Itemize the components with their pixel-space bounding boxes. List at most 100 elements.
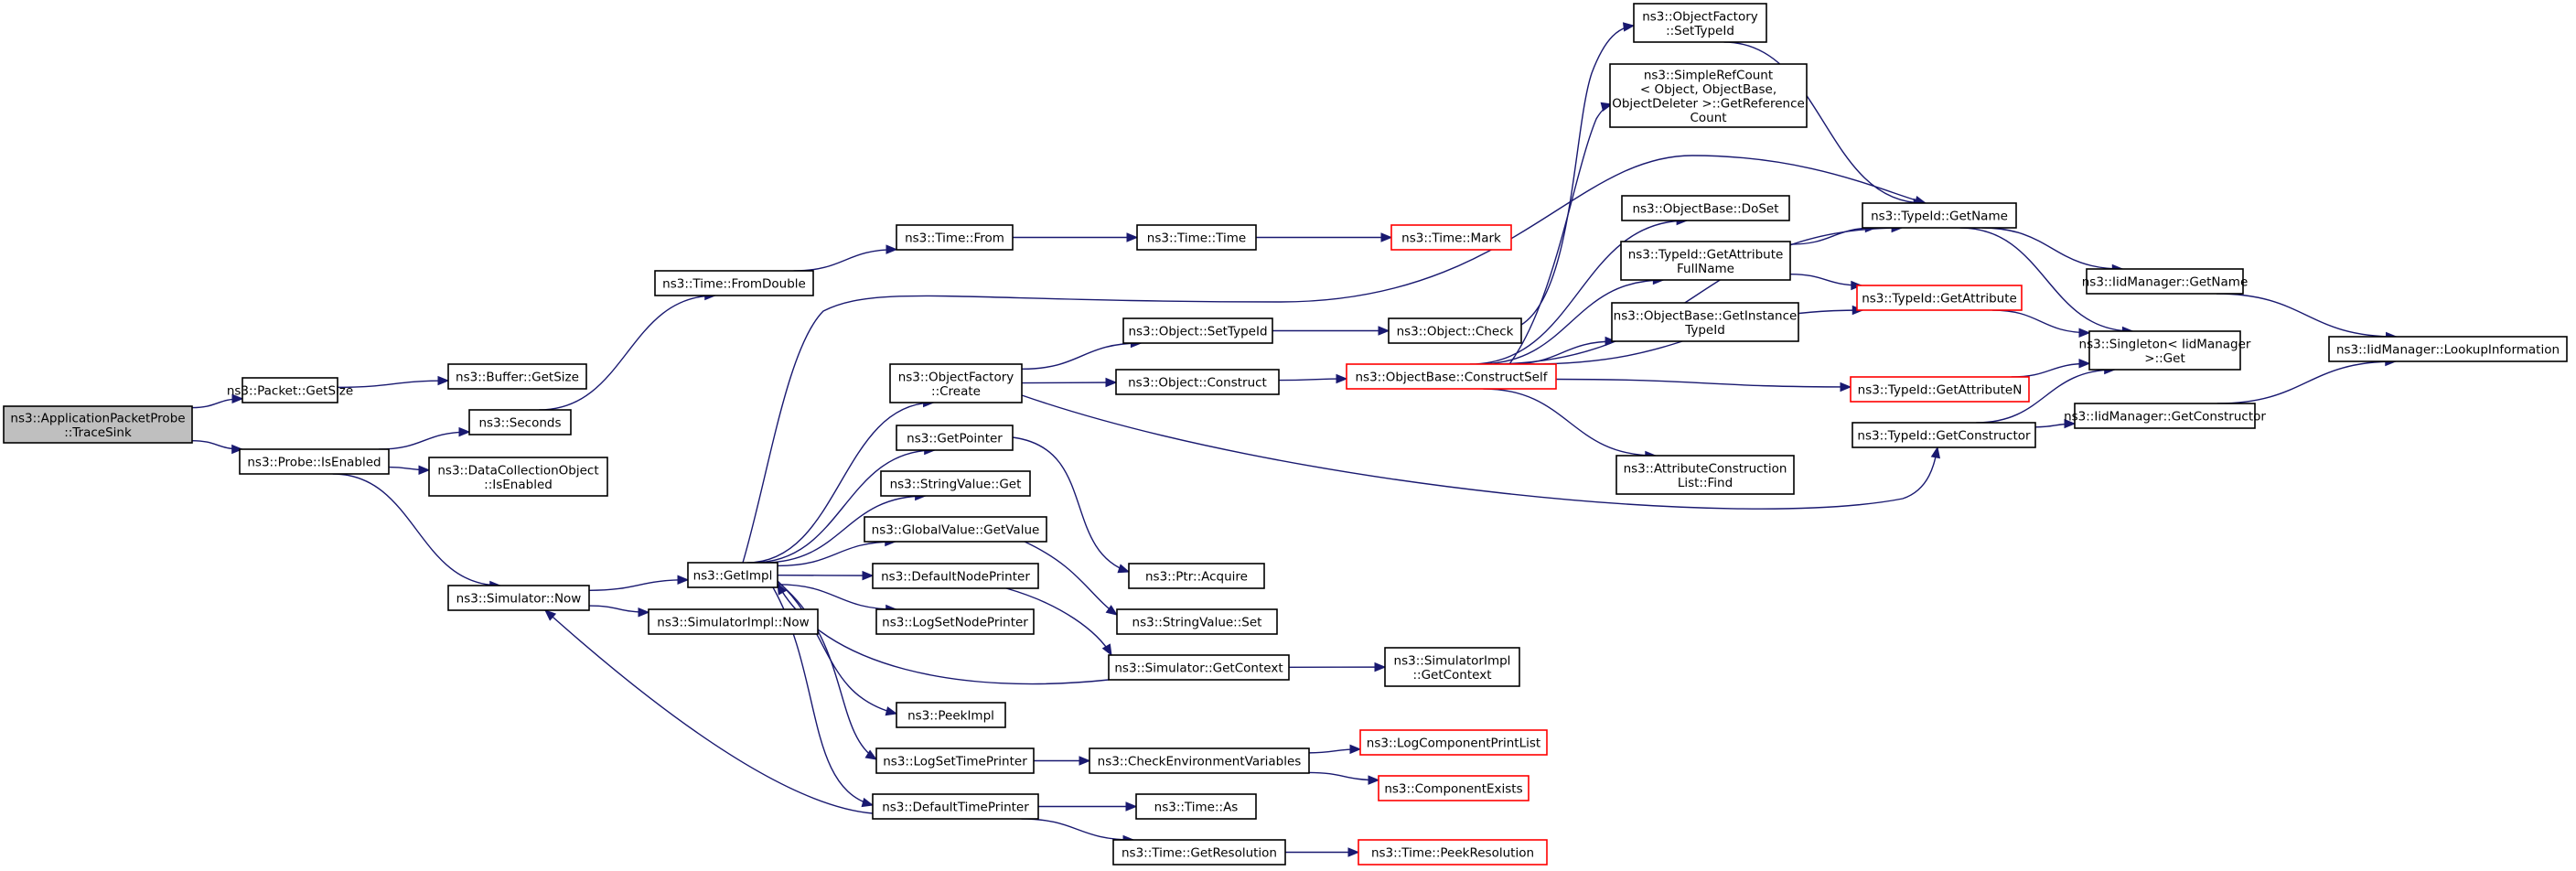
- node-object-construct[interactable]: ns3::Object::Construct: [1115, 369, 1280, 395]
- node-label: ns3::PeekImpl: [907, 709, 994, 724]
- node-peekimpl[interactable]: ns3::PeekImpl: [896, 702, 1006, 728]
- node-label: ns3::ObjectBase::GetInstance: [1614, 308, 1798, 323]
- node-box: [1112, 839, 1286, 866]
- node-time-time[interactable]: ns3::Time::Time: [1136, 224, 1257, 251]
- node-time-getresolution[interactable]: ns3::Time::GetResolution: [1112, 839, 1286, 866]
- node-time-fromdouble[interactable]: ns3::Time::FromDouble: [654, 270, 814, 296]
- edge-typeid_getattribute-to-singleton_get: [1991, 309, 2091, 339]
- node-objfactory-settypeid[interactable]: ns3::ObjectFactory::SetTypeId: [1633, 3, 1767, 43]
- node-label: ns3::SimpleRefCount: [1644, 68, 1773, 82]
- node-singleton-get[interactable]: ns3::Singleton< IidManager >::Get: [2079, 330, 2251, 371]
- node-sim-getcontext[interactable]: ns3::Simulator::GetContext: [1108, 654, 1290, 681]
- node-label: ns3::Object::Construct: [1128, 376, 1267, 391]
- node-object-settypeid[interactable]: ns3::Object::SetTypeId: [1122, 317, 1273, 344]
- node-label: ns3::LogComponentPrintList: [1367, 737, 1540, 751]
- node-box: [875, 747, 1035, 774]
- edge-objectbase_constructself-to-simplerefcount: [1508, 102, 1614, 365]
- node-label: ns3::Time::PeekResolution: [1371, 846, 1534, 861]
- node-label: ns3::Probe::IsEnabled: [247, 456, 381, 470]
- node-logcomponentprintlist[interactable]: ns3::LogComponentPrintList: [1359, 729, 1548, 756]
- edge-logsettimeprinter-to-checkenv: [1034, 756, 1091, 766]
- node-iidmanager-lookupinformation[interactable]: ns3::IidManager::LookupInformation: [2328, 336, 2568, 362]
- node-iidmanager-getname[interactable]: ns3::IidManager::GetName: [2082, 268, 2249, 295]
- node-label: ns3::DefaultNodePrinter: [881, 570, 1030, 585]
- node-box: [1611, 302, 1799, 342]
- node-label: ns3::StringValue::Get: [890, 478, 1022, 492]
- node-box: [1136, 224, 1257, 251]
- node-box: [1621, 195, 1790, 221]
- node-stringvalue-get[interactable]: ns3::StringValue::Get: [880, 470, 1031, 497]
- node-label: ::Create: [931, 384, 981, 399]
- edge-object_settypeid-to-object_check: [1272, 326, 1390, 336]
- node-box: [1620, 241, 1791, 281]
- edge-getimpl-to-peekimpl: [777, 580, 898, 716]
- edge-getpointer-to-ptr_acquire: [1012, 436, 1131, 574]
- node-label: ns3::GetPointer: [907, 432, 1003, 446]
- node-typeid-getconstructor[interactable]: ns3::TypeId::GetConstructor: [1852, 422, 2036, 448]
- node-label: ns3::Object::SetTypeId: [1128, 325, 1267, 339]
- node-label: ns3::TypeId::GetAttribute: [1862, 292, 2017, 306]
- node-label: ns3::LogSetNodePrinter: [882, 616, 1028, 630]
- node-typeid-getattributen[interactable]: ns3::TypeId::GetAttributeN: [1850, 376, 2030, 403]
- node-defaulttimeprinter[interactable]: ns3::DefaultTimePrinter: [872, 793, 1039, 820]
- node-globalvalue-getvalue[interactable]: ns3::GlobalValue::GetValue: [864, 516, 1047, 543]
- node-box: [1135, 793, 1257, 820]
- node-sim-now[interactable]: ns3::Simulator::Now: [447, 585, 590, 611]
- node-box: [1122, 317, 1273, 344]
- node-stringvalue-set[interactable]: ns3::StringValue::Set: [1116, 608, 1278, 635]
- node-typeid-getattribute[interactable]: ns3::TypeId::GetAttribute: [1856, 285, 2023, 311]
- edge-object_check-to-objfactory_settypeid: [1520, 22, 1636, 326]
- node-label: ns3::GlobalValue::GetValue: [872, 523, 1040, 538]
- node-label: ns3::Time::GetResolution: [1122, 846, 1277, 861]
- node-iidmanager-getconstructor[interactable]: ns3::IidManager::GetConstructor: [2064, 403, 2266, 429]
- node-box: [1115, 369, 1280, 395]
- node-objfactory-create[interactable]: ns3::ObjectFactory::Create: [889, 363, 1023, 403]
- node-label: ns3::AttributeConstruction: [1624, 461, 1787, 476]
- node-label: ns3::Seconds: [479, 416, 562, 431]
- edge-checkenv-to-logcomponentprintlist: [1308, 744, 1362, 755]
- node-box: [648, 608, 819, 635]
- node-ptr-acquire[interactable]: ns3::Ptr::Acquire: [1128, 563, 1265, 589]
- node-logsetnodeprinter[interactable]: ns3::LogSetNodePrinter: [875, 608, 1035, 635]
- node-defaultnodeprinter[interactable]: ns3::DefaultNodePrinter: [872, 563, 1039, 589]
- node-root: ns3::ApplicationPacketProbe::TraceSink: [3, 405, 193, 444]
- edge-defaultnodeprinter-to-sim_getcontext: [1005, 587, 1112, 657]
- node-checkenv[interactable]: ns3::CheckEnvironmentVariables: [1089, 747, 1310, 774]
- node-label: ns3::Object::Check: [1397, 325, 1514, 339]
- node-box: [239, 448, 390, 475]
- node-time-from[interactable]: ns3::Time::From: [896, 224, 1014, 251]
- node-label: ::TraceSink: [64, 425, 132, 440]
- node-box: [1633, 3, 1767, 43]
- node-time-as[interactable]: ns3::Time::As: [1135, 793, 1257, 820]
- node-logsettimeprinter[interactable]: ns3::LogSetTimePrinter: [875, 747, 1035, 774]
- node-simimpl-now[interactable]: ns3::SimulatorImpl::Now: [648, 608, 819, 635]
- node-packet-getsize[interactable]: ns3::Packet::GetSize: [227, 377, 353, 403]
- node-box: [447, 585, 590, 611]
- node-buffer-getsize[interactable]: ns3::Buffer::GetSize: [447, 363, 587, 390]
- edge-checkenv-to-componentexists: [1308, 771, 1380, 785]
- node-getpointer[interactable]: ns3::GetPointer: [896, 425, 1014, 451]
- node-label: ns3::SimulatorImpl::Now: [657, 616, 809, 630]
- node-dco-isenabled[interactable]: ns3::DataCollectionObject::IsEnabled: [428, 457, 608, 497]
- node-simplerefcount[interactable]: ns3::SimpleRefCount< Object, ObjectBase,…: [1609, 63, 1808, 128]
- node-objectbase-constructself[interactable]: ns3::ObjectBase::ConstructSelf: [1346, 363, 1557, 390]
- node-typeid-getname[interactable]: ns3::TypeId::GetName: [1862, 202, 2017, 229]
- node-box: [1390, 224, 1512, 251]
- node-time-mark[interactable]: ns3::Time::Mark: [1390, 224, 1512, 251]
- node-simimpl-getcontext[interactable]: ns3::SimulatorImpl::GetContext: [1384, 647, 1520, 687]
- node-getimpl[interactable]: ns3::GetImpl: [687, 562, 778, 588]
- node-object-check[interactable]: ns3::Object::Check: [1388, 317, 1522, 344]
- node-box: [1862, 202, 2017, 229]
- node-time-peekresolution[interactable]: ns3::Time::PeekResolution: [1358, 839, 1548, 866]
- node-box: [1856, 285, 2023, 311]
- node-seconds[interactable]: ns3::Seconds: [468, 409, 572, 436]
- node-componentexists[interactable]: ns3::ComponentExists: [1378, 775, 1530, 801]
- node-objectbase-doset[interactable]: ns3::ObjectBase::DoSet: [1621, 195, 1790, 221]
- edge-defaulttimeprinter-to-time_as: [1038, 801, 1138, 812]
- node-label: ns3::ApplicationPacketProbe: [10, 411, 185, 425]
- node-label: TypeId: [1684, 323, 1725, 338]
- node-probe-isenabled[interactable]: ns3::Probe::IsEnabled: [239, 448, 390, 475]
